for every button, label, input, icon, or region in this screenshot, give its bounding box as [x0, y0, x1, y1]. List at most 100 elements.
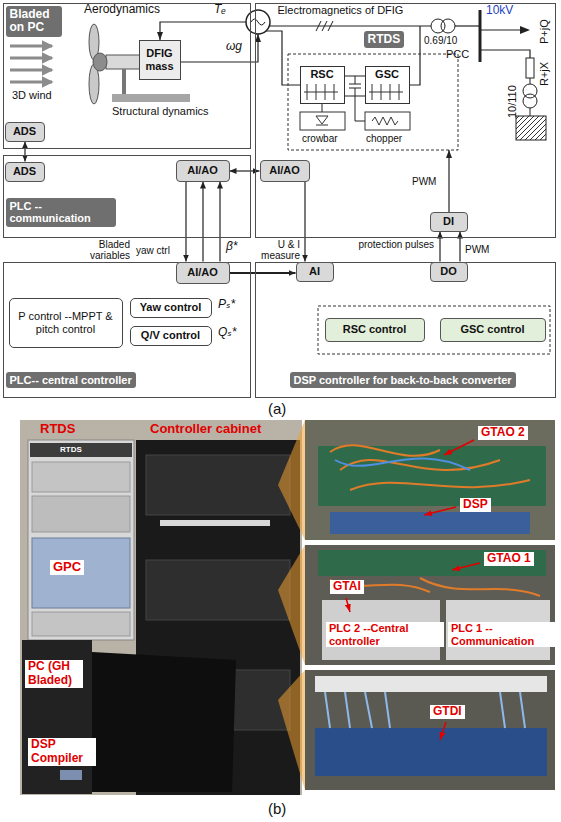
- connector: [230, 272, 296, 274]
- signal-name: Qₛ*: [218, 326, 236, 340]
- box-label: RSC control: [343, 323, 407, 336]
- wires: [325, 692, 525, 728]
- signal-name: Pₛ*: [218, 298, 235, 312]
- part-name: Aerodynamics: [84, 3, 160, 17]
- three-phase-mark: [316, 21, 333, 31]
- control-block: RSC control: [325, 318, 425, 342]
- rotor-hub: [93, 53, 107, 71]
- wires: [335, 458, 470, 470]
- interface-box: ADS: [5, 122, 45, 142]
- box-label: GSC: [375, 68, 399, 81]
- photo-label: GTAO 1: [484, 552, 534, 566]
- cable: [160, 520, 270, 526]
- box-label: ADS: [13, 125, 36, 138]
- igbt-bridge: [369, 84, 403, 100]
- part-name: 3D wind: [12, 89, 52, 102]
- io-box: DO: [430, 262, 468, 282]
- box-label: Yaw control: [140, 301, 202, 314]
- circuit-board: [318, 550, 546, 576]
- box-label: P control --MPPT & pitch control: [13, 310, 119, 335]
- photo-label: PLC 1 --Communication: [448, 622, 558, 647]
- inset-photo: [305, 670, 555, 790]
- igbt-bridge: [304, 84, 338, 100]
- panel-heading: Electromagnetics of DFIG: [278, 4, 404, 17]
- wire: [530, 78, 531, 84]
- subfigure-label: (b): [268, 800, 286, 817]
- control-block: P control --MPPT & pitch control: [9, 298, 123, 348]
- bladed-panel: Bladed on PCDFIG massADS: [3, 3, 251, 149]
- torque-arrow: [160, 22, 246, 40]
- box-label: AI/AO: [187, 164, 218, 177]
- box-label: GSC control: [460, 323, 524, 336]
- box-label: AI: [309, 265, 320, 278]
- dsp-panel: DSP controller for back-to-back converte…: [255, 262, 556, 398]
- control-block: Q/V control: [130, 326, 212, 346]
- wire: [322, 104, 323, 112]
- connector: [24, 142, 25, 162]
- circuit-board: [318, 446, 546, 506]
- photo-label: GTAI: [330, 580, 364, 594]
- interface-box: ADS: [5, 162, 45, 182]
- chopper-symbol: [365, 112, 410, 130]
- signal-label: protection pulses: [356, 239, 434, 250]
- wind-arrow: [10, 45, 52, 48]
- dsp-board: [330, 512, 530, 534]
- pointer-arrow: [440, 722, 446, 740]
- converter-outline: [288, 54, 458, 150]
- part-name: Structural dynamics: [112, 105, 209, 118]
- terminal-block: [315, 676, 547, 692]
- signal-name: ωg: [226, 40, 242, 54]
- box-label: ADS: [13, 165, 36, 178]
- pointer-arrow: [452, 563, 480, 570]
- generator-symbol: [251, 19, 265, 25]
- photo-label: PLC 2 --Central controller: [326, 622, 444, 647]
- pointer-arrow: [424, 507, 456, 515]
- converter-box: RSC: [300, 66, 345, 104]
- wind-arrow: [10, 57, 52, 60]
- wire: [355, 96, 365, 121]
- plc-panel: PLC-- central controllerAI/AOP control -…: [3, 262, 251, 398]
- connector: [219, 182, 220, 262]
- impedance-label: R+jX: [538, 62, 551, 86]
- wires: [330, 578, 540, 596]
- photo-label: GTDI: [430, 705, 465, 719]
- grid-symbol: [516, 116, 546, 140]
- signal-label: Bladed variables: [80, 239, 130, 261]
- wind-arrow: [10, 81, 52, 84]
- io-box: DI: [430, 212, 468, 232]
- photo-label: Controller cabinet: [150, 422, 261, 437]
- photo-label: DSP: [460, 498, 491, 512]
- pointer-arrow: [444, 440, 474, 455]
- wires: [330, 445, 530, 490]
- bus-name: PCC: [446, 48, 469, 61]
- rtds-panel: Electromagnetics of DFIGRTDSRSCGSCAI/AOD…: [255, 3, 556, 238]
- wire: [455, 25, 480, 26]
- gpc-module: [32, 538, 130, 608]
- rack-strip: [30, 443, 132, 457]
- rtds-rack: [28, 440, 134, 640]
- connector: [185, 182, 186, 262]
- converter-box: GSC: [365, 66, 410, 104]
- box-label: DI: [443, 215, 454, 228]
- subfigure-label: (a): [268, 400, 286, 417]
- pcc-bus: [479, 10, 482, 62]
- connector: [459, 232, 460, 262]
- zoom-wedge: [278, 670, 305, 790]
- circuit-board: [315, 728, 547, 776]
- wire: [480, 50, 530, 58]
- rack-module: [32, 496, 130, 532]
- pwm-arrow: [448, 150, 449, 212]
- signal-label: yaw ctrl: [136, 245, 170, 256]
- io-box: AI/AO: [176, 160, 230, 182]
- box-label: AI/AO: [269, 164, 300, 177]
- dc-link: [345, 76, 365, 96]
- cabinet-shelf: [146, 455, 290, 515]
- box-label: AI/AO: [187, 266, 218, 279]
- signal-label: β*: [226, 240, 238, 253]
- transformer-symbol: [523, 94, 537, 108]
- rotor-line: [266, 31, 300, 85]
- rack-module: [32, 462, 130, 492]
- power-arrow: [520, 26, 530, 34]
- pointer-arrow: [346, 598, 350, 612]
